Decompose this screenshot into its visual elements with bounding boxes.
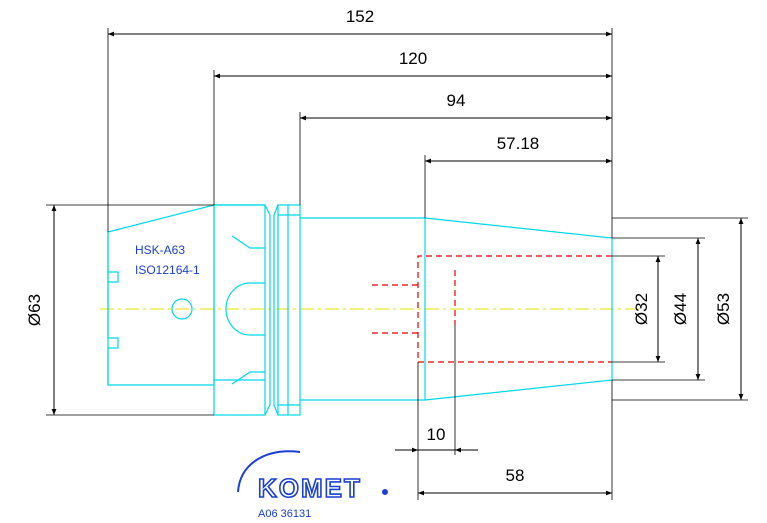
logo-arc	[237, 450, 301, 493]
hidden-bore	[372, 255, 612, 363]
dim-text-d44: Ø44	[671, 293, 690, 325]
dim-text-58: 58	[506, 466, 525, 485]
tool-holder-outline	[107, 204, 613, 416]
logo-text: KOMET	[258, 473, 362, 503]
komet-logo: KOMET	[237, 450, 388, 504]
dimension-lines	[51, 31, 744, 496]
dim-text-94: 94	[447, 91, 466, 110]
dim-text-d63: Ø63	[25, 294, 44, 326]
dim-text-10: 10	[427, 425, 446, 444]
logo-dot	[382, 489, 388, 495]
dim-text-d32: Ø32	[632, 293, 651, 325]
spec-iso: ISO12164-1	[135, 263, 200, 277]
dim-text-d53: Ø53	[714, 293, 733, 325]
spec-hsk: HSK-A63	[135, 243, 185, 257]
extension-lines	[46, 28, 748, 500]
dim-text-152: 152	[346, 7, 374, 26]
part-number: A06 36131	[258, 508, 311, 520]
dim-text-120: 120	[399, 49, 427, 68]
dim-text-5718: 57.18	[497, 134, 540, 153]
